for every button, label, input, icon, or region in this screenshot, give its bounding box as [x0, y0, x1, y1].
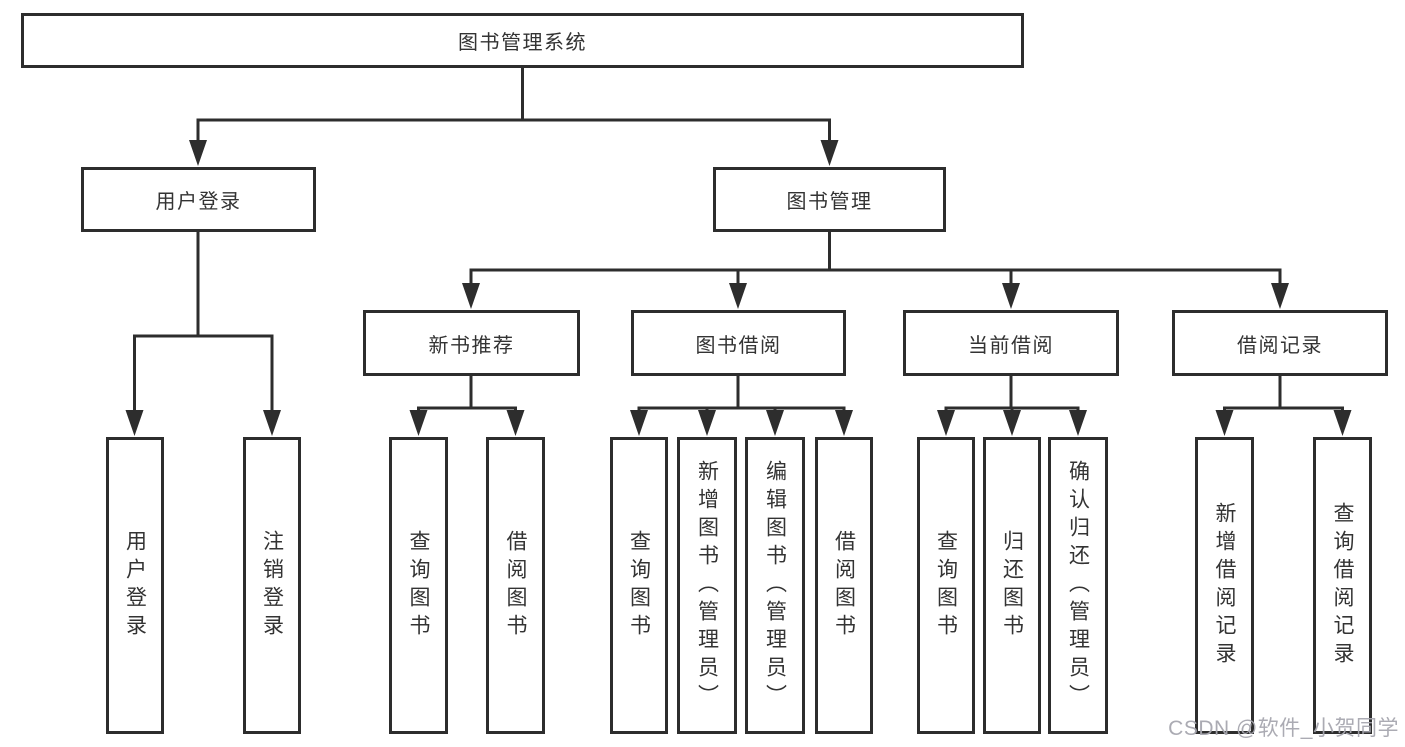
leaf-query-books: 查询图书 — [389, 437, 448, 734]
leaf-user-login: 用户登录 — [106, 437, 164, 734]
leaf-query-books: 查询图书 — [917, 437, 975, 734]
node-label: 当前借阅 — [968, 334, 1054, 357]
node-current-borrowing: 当前借阅 — [903, 310, 1119, 376]
leaf-edit-books-admin: 编辑图书（管理员） — [745, 437, 805, 734]
leaf-label: 用户登录 — [123, 529, 147, 642]
leaf-label: 确认归还（管理员） — [1066, 459, 1090, 712]
node-user-login-group: 用户登录 — [81, 167, 316, 232]
leaf-label: 注销登录 — [260, 529, 284, 642]
leaf-borrow-books: 借阅图书 — [486, 437, 545, 734]
leaf-label: 借阅图书 — [504, 529, 527, 642]
leaf-query-books: 查询图书 — [610, 437, 668, 734]
csdn-watermark: CSDN @软件_小贺同学 — [1168, 717, 1399, 740]
node-new-book-recommend: 新书推荐 — [363, 310, 580, 376]
leaf-label: 查询图书 — [934, 529, 958, 642]
node-borrowing-records: 借阅记录 — [1172, 310, 1388, 376]
leaf-query-borrow-record: 查询借阅记录 — [1313, 437, 1372, 734]
leaf-label: 查询图书 — [407, 529, 430, 642]
leaf-label: 查询借阅记录 — [1331, 501, 1354, 670]
node-book-borrowing: 图书借阅 — [631, 310, 846, 376]
leaf-label: 新增图书（管理员） — [695, 459, 719, 712]
leaf-label: 借阅图书 — [832, 529, 856, 642]
leaf-label: 查询图书 — [627, 529, 651, 642]
node-label: 图书管理 — [786, 191, 873, 213]
leaf-logout: 注销登录 — [243, 437, 301, 734]
leaf-confirm-return-admin: 确认归还（管理员） — [1048, 437, 1108, 734]
leaf-add-borrow-record: 新增借阅记录 — [1195, 437, 1254, 734]
leaf-add-books-admin: 新增图书（管理员） — [677, 437, 737, 734]
leaf-label: 新增借阅记录 — [1213, 501, 1236, 670]
node-label: 新书推荐 — [428, 334, 515, 357]
node-label: 借阅记录 — [1237, 334, 1323, 357]
arrowheads — [125, 140, 1352, 436]
node-book-management: 图书管理 — [713, 167, 946, 232]
node-root-label: 图书管理系统 — [458, 32, 587, 54]
node-label: 图书借阅 — [695, 334, 782, 357]
leaf-label: 编辑图书（管理员） — [763, 459, 787, 712]
node-label: 用户登录 — [155, 191, 242, 213]
leaf-label: 归还图书 — [1000, 529, 1024, 642]
node-root-library-system: 图书管理系统 — [21, 13, 1024, 68]
leaf-borrow-books: 借阅图书 — [815, 437, 873, 734]
leaf-return-books: 归还图书 — [983, 437, 1041, 734]
